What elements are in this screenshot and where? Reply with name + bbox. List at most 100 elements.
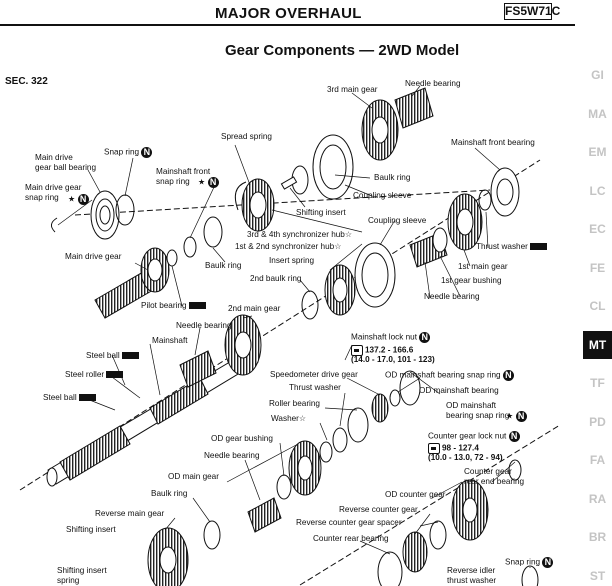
label-mainshaft-front-bearing: Mainshaft front bearing: [451, 138, 535, 147]
label-counter-rear-bearing: Counter rear bearing: [313, 534, 389, 543]
label-speedometer-drive-gear: Speedometer drive gear: [270, 370, 358, 379]
needle-bearing-low-part: [247, 497, 282, 533]
label-insert-spring: Insert spring: [269, 256, 315, 265]
side-tab-st[interactable]: ST: [589, 568, 606, 583]
mainshaft-front-bearing-part: [490, 167, 520, 217]
side-tab-em[interactable]: EM: [588, 145, 607, 159]
label-main-drive-gear-ball-bearing: Main drive gear ball bearing: [35, 153, 96, 172]
second-baulk-ring-part: [301, 290, 319, 320]
label-needle-bearing-top: Needle bearing: [405, 79, 461, 88]
needle-bearing-left-part: [179, 350, 217, 388]
side-tab-pd[interactable]: PD: [589, 414, 606, 429]
main-drive-gear-snap-ring-part: [51, 217, 58, 233]
replace-part-icon: N: [502, 370, 514, 381]
label-2nd-main-gear: 2nd main gear: [228, 304, 281, 313]
grease-icon: [106, 371, 124, 379]
label-spread-spring: Spread spring: [221, 132, 272, 141]
snap-ring-low-part: [521, 565, 539, 586]
label-coupling-sleeve-mid: Coupling sleeve: [368, 216, 427, 225]
label-hub-34: 3rd & 4th synchronizer hub☆: [247, 230, 353, 239]
label-baulk-ring-left: Baulk ring: [205, 261, 242, 270]
label-mainshaft: Mainshaft: [152, 336, 188, 345]
side-index: GI MA EM LC EC FE CL MT TF PD FA RA BR ST: [583, 0, 612, 586]
first-gear-bushing-part: [432, 227, 448, 253]
label-mainshaft-lock-nut: Mainshaft lock nut N: [351, 332, 431, 343]
main-drive-gear-ball-bearing-part: [90, 190, 120, 240]
label-needle-bearing-left: Needle bearing: [176, 321, 232, 330]
replace-part-icon: N: [419, 332, 431, 343]
torque-wrench-icon: [428, 443, 440, 454]
od-mainshaft-bearing-part: [399, 370, 421, 406]
side-tab-cl[interactable]: CL: [589, 299, 606, 313]
side-tab-ma[interactable]: MA: [588, 106, 607, 121]
side-tab-ec[interactable]: EC: [589, 222, 606, 236]
label-snap-ring-low: Snap ring N: [505, 557, 554, 568]
label-needle-bearing-low: Needle bearing: [204, 451, 260, 460]
grease-icon: [78, 394, 96, 402]
label-lock-nut-torque-1: 137.2 - 166.6: [351, 345, 413, 356]
side-tab-fe[interactable]: FE: [589, 260, 606, 275]
label-od-counter-gear: OD counter gear: [385, 490, 446, 499]
side-tab-fa[interactable]: FA: [589, 453, 606, 467]
label-reverse-main-gear: Reverse main gear: [95, 509, 165, 518]
label-counter-gear-lock-nut: Counter gear lock nut N: [428, 431, 520, 442]
counter-rear-bearing-part: [377, 551, 403, 586]
side-tab-br[interactable]: BR: [588, 530, 607, 544]
label-lock-nut-torque-2: (14.0 - 17.0, 101 - 123): [351, 355, 435, 364]
thrust-washer-mid-part: [332, 427, 348, 453]
label-reverse-counter-gear: Reverse counter gear: [339, 505, 418, 514]
label-main-drive-snap-ring-icons: ★ N: [68, 194, 89, 205]
label-main-drive-gear-snap-ring: Main drive gear snap ring: [25, 183, 82, 202]
od-gear-bushing-part: [276, 474, 292, 500]
replace-part-icon: N: [508, 431, 520, 442]
side-tab-gi[interactable]: GI: [591, 68, 604, 82]
side-tab-mt[interactable]: MT: [583, 330, 612, 359]
star-icon: ★: [198, 177, 206, 187]
grease-icon: [188, 302, 206, 310]
countershaft-axis-line: [299, 424, 561, 586]
replace-part-icon: N: [141, 147, 153, 158]
label-thrust-washer-right: Thrust washer: [476, 242, 547, 252]
pilot-bearing-part: [166, 249, 178, 267]
label-reverse-counter-gear-spacer: Reverse counter gear spacer: [296, 518, 402, 527]
label-needle-bearing-mid: Needle bearing: [424, 292, 480, 301]
label-mainshaft-front-snap-ring-icons: ★ N: [198, 177, 219, 188]
leader-lines: [57, 85, 531, 568]
washer-part: [319, 441, 333, 463]
label-washer: Washer☆: [271, 414, 307, 423]
header-rule: [0, 24, 575, 26]
od-snap-ring-part: [389, 389, 401, 407]
replace-part-icon: N: [542, 557, 554, 568]
torque-wrench-icon: [351, 345, 363, 356]
label-shifting-insert-low: Shifting insert: [66, 525, 116, 534]
label-1st-gear-bushing: 1st gear bushing: [441, 276, 502, 285]
label-shifting-insert-spring: Shifting insert spring: [57, 566, 107, 585]
reverse-counter-gear-spacer-part: [429, 520, 447, 550]
side-tab-tf[interactable]: TF: [590, 376, 605, 390]
grease-icon: [121, 352, 139, 360]
reverse-counter-gear-part: [402, 531, 428, 573]
label-counter-gear-rear-end-bearing: Counter gear rear end bearing: [464, 467, 525, 486]
hollow-star-icon: ☆: [344, 230, 353, 239]
star-icon: ★: [506, 411, 514, 421]
side-tab-ra[interactable]: RA: [588, 491, 607, 506]
star-icon: ★: [68, 194, 76, 204]
label-od-mainshaft-bearing-snap-ring-2: OD mainshaft bearing snap ring: [446, 401, 510, 420]
grease-icon: [529, 243, 547, 251]
label-cg-torque-1: 98 - 127.4: [428, 443, 479, 454]
header-title: MAJOR OVERHAUL: [215, 5, 362, 22]
label-steel-ball-1: Steel ball: [86, 351, 139, 361]
label-pilot-bearing: Pilot bearing: [141, 301, 206, 311]
baulk-ring-left-part: [203, 216, 223, 248]
replace-part-icon: N: [515, 411, 527, 422]
label-snap-ring-top: Snap ring N: [104, 147, 153, 158]
label-2nd-baulk-ring: 2nd baulk ring: [250, 274, 302, 283]
coupling-sleeve-top-part: [312, 134, 354, 200]
shifting-insert-top-part: [280, 176, 298, 190]
label-steel-roller: Steel roller: [65, 370, 124, 380]
side-tab-lc[interactable]: LC: [589, 183, 606, 198]
section-code: FS5W71C: [504, 3, 561, 20]
speedometer-drive-gear-part: [371, 393, 389, 423]
label-mainshaft-front-snap-ring: Mainshaft front snap ring: [156, 167, 211, 186]
upper-axis-line: [74, 189, 491, 216]
